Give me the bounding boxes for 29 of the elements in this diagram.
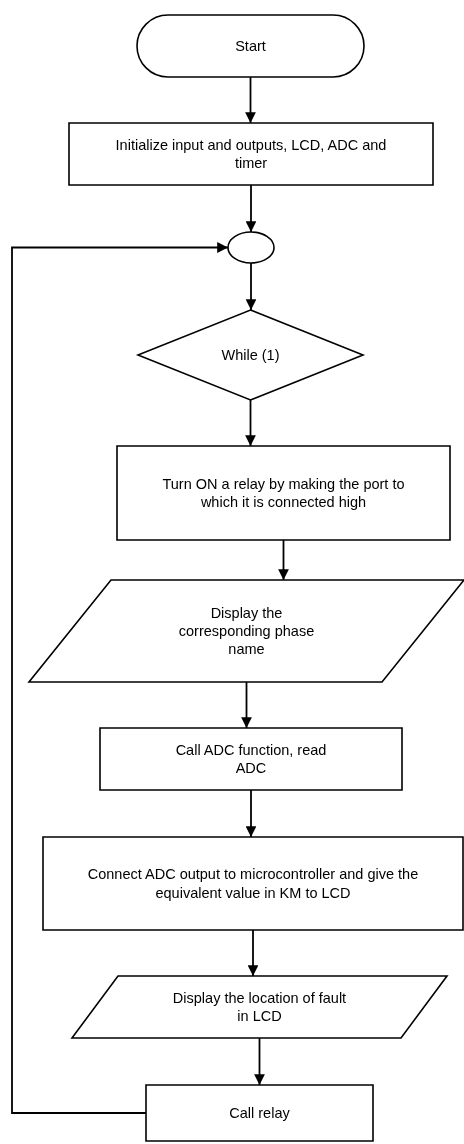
step-text: Initialize input and outputs, LCD, ADC and timer: [114, 135, 388, 173]
arrow: [245, 789, 257, 838]
arrow: [278, 539, 289, 581]
decision-diamond: [138, 310, 363, 400]
process-box: [117, 446, 450, 540]
input-output-parallelogram: [29, 580, 464, 682]
arrow: [241, 681, 252, 729]
input-output-parallelogram: [72, 976, 447, 1038]
process-box: [43, 837, 463, 930]
arrow: [245, 262, 257, 311]
step-text: While (1): [221, 345, 280, 365]
arrow: [247, 929, 259, 977]
arrow: [245, 184, 257, 233]
step-text: Display the location of fault in LCD: [172, 988, 347, 1026]
arrow: [245, 76, 256, 124]
step-text: Display the corresponding phase name: [177, 603, 316, 659]
process-box: [146, 1085, 373, 1141]
step-text: Call relay: [229, 1103, 290, 1123]
start-terminal: [137, 15, 364, 77]
arrow: [254, 1037, 265, 1086]
process-box: [100, 728, 402, 790]
step-text: Start: [235, 36, 266, 56]
process-box: [69, 123, 433, 185]
connector-circle: [228, 232, 274, 263]
step-text: Call ADC function, read ADC: [174, 740, 328, 778]
step-text: Turn ON a relay by making the port to which it is connected high: [161, 474, 406, 512]
arrow: [245, 399, 256, 447]
arrow: [11, 242, 229, 1114]
step-text: Connect ADC output to microcontroller and give the equivalent value in KM to LCD: [86, 865, 420, 902]
